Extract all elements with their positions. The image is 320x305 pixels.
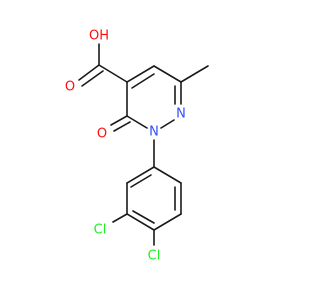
bond-c4-c5-b [131,73,155,89]
bond-c-o-double-b [81,70,104,87]
bonds [78,43,209,246]
bond-acid-to-ring [98,64,128,83]
atom-labels: OH O O N N Cl Cl [65,29,186,264]
bond-n2-c3 [126,115,148,129]
atom-label-o-acid: O [65,80,75,95]
atom-label-cl-meta: Cl [94,223,107,238]
bond-c5-c6 [153,65,182,83]
bond-c3-o-b [113,121,131,132]
bond-methyl [180,65,209,83]
bond-c-o-double-a [78,64,100,81]
bond-n1-n2 [160,119,175,129]
atom-label-n2: N [149,125,159,140]
atom-label-oh: OH [89,29,109,44]
atom-label-o-ketone: O [97,127,107,142]
bond-ph-1-2-inner [130,174,152,188]
bond-ph-3-4 [126,213,155,231]
bond-ph-cl-meta [112,213,128,223]
bond-c4-c5-a [126,65,155,83]
atom-label-cl-para: Cl [148,249,161,264]
atom-label-n1: N [176,107,186,122]
bond-ph-6-1 [153,166,182,184]
molecule-canvas: OH O O N N Cl Cl [65,29,209,264]
bond-ph-4-5 [153,213,182,231]
bond-ph-1-2 [126,166,155,184]
bond-ph-3-4-inner [132,210,155,224]
molecule-structure: OH O O N N Cl Cl [65,29,209,264]
bond-c3-o-a [110,115,128,126]
